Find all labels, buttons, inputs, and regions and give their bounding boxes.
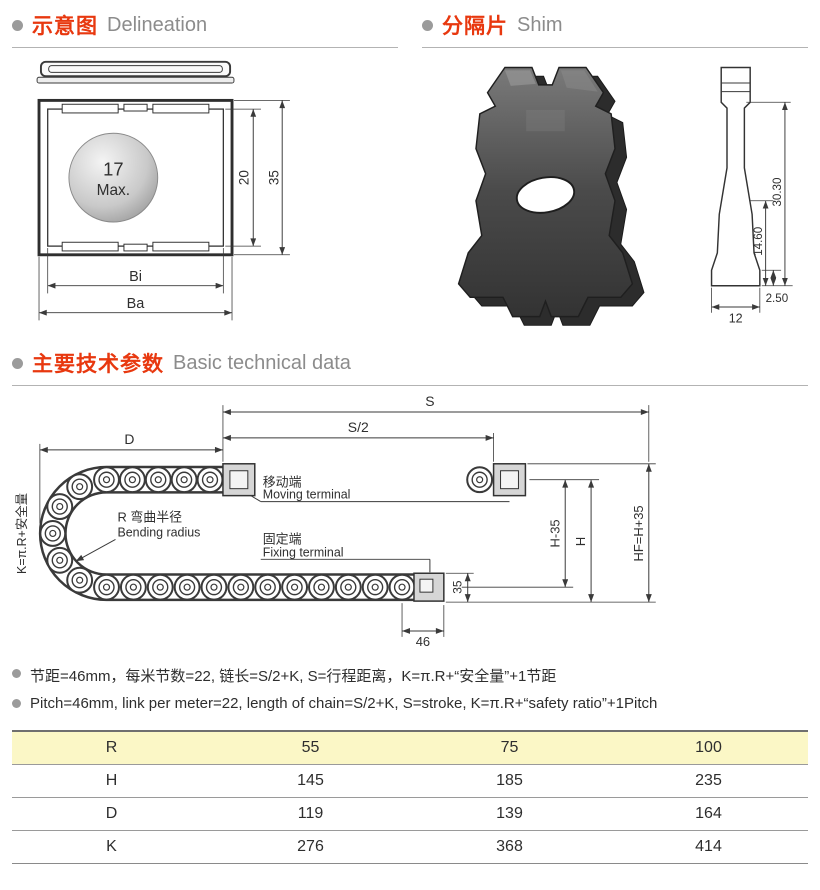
row-label: D (12, 796, 211, 830)
table-row-r: R 55 75 100 (12, 731, 808, 764)
cable-dia-max-label: Max. (97, 182, 130, 199)
delineation-title-zh: 示意图 (32, 15, 98, 38)
cable-circle (68, 132, 159, 223)
note-en-text: Pitch=46mm, link per meter=22, length of… (30, 695, 658, 712)
technical-heading: 主要技术参数 Basic technical data (12, 348, 808, 386)
row-label: H (12, 763, 211, 797)
section-bullet-icon (422, 19, 433, 31)
section-technical-data: 主要技术参数 Basic technical data (12, 348, 808, 651)
table-cell: 75 (500, 738, 519, 756)
shim-foot-width-label: 12 (729, 311, 743, 325)
dim-35-label: 35 (451, 580, 465, 594)
delineation-heading: 示意图 Delineation (12, 10, 398, 48)
shim-title-zh: 分隔片 (442, 15, 508, 38)
moving-terminal-stroke-end (466, 463, 527, 497)
note-bullet-icon (12, 669, 21, 678)
table-cell: 119 (211, 796, 410, 830)
shim-heading: 分隔片 Shim (422, 10, 808, 48)
fixing-terminal-label-zh: 固定端 (263, 531, 302, 546)
section-bullet-icon (12, 357, 23, 369)
dim-inner-width-label: Bi (129, 269, 142, 285)
table-cell: 164 (609, 796, 808, 830)
dim-outer-height-label: 35 (266, 170, 281, 185)
bending-radius-label-zh: R 弯曲半径 (117, 510, 182, 525)
table-cell: 276 (211, 829, 410, 863)
carrier-cross-section: 17 Max. (37, 98, 234, 257)
moving-terminal-label-zh: 移动端 (263, 475, 302, 490)
table-cell: 145 (211, 763, 410, 797)
table-row-h: H 145 185 235 (12, 763, 808, 797)
top-sections: 示意图 Delineation (12, 10, 808, 334)
shim-foot-step-label: 2.50 (766, 293, 789, 305)
table-cell: 414 (609, 829, 808, 863)
table-cell: 368 (410, 829, 609, 863)
delineation-title-en: Delineation (107, 13, 208, 36)
table-cell: 55 (301, 738, 320, 756)
spec-table: R 55 75 100 H 145 185 235 D 119 139 164 … (12, 730, 808, 864)
moving-terminal-label-en: Moving terminal (263, 488, 351, 502)
shim-3d-view (457, 66, 645, 326)
dim-46-label: 46 (416, 634, 430, 649)
table-cell: 100 (695, 738, 722, 756)
table-row-k: K 276 368 414 (12, 829, 808, 863)
note-en: Pitch=46mm, link per meter=22, length of… (12, 695, 808, 712)
dim-outer-width-label: Ba (127, 296, 146, 312)
dim-s-half-label: S/2 (348, 419, 369, 435)
note-zh: 节距=46mm，每米节数=22, 链长=S/2+K, S=行程距离，K=π.R+… (12, 665, 808, 686)
k-formula-label: K=π.R+安全量 (14, 493, 29, 574)
dim-hf-label: HF=H+35 (631, 505, 646, 561)
dim-h-label: H (573, 537, 588, 546)
section-shim: 分隔片 Shim (422, 10, 808, 334)
moving-terminal-block (222, 463, 256, 497)
row-label: K (12, 829, 211, 863)
dim-h-minus-35-label: H-35 (547, 519, 562, 547)
table-cell: 235 (609, 763, 808, 797)
shim-side-profile (710, 66, 761, 287)
dim-d-label: D (124, 431, 134, 447)
fixing-terminal-label-en: Fixing terminal (263, 545, 344, 559)
fixing-terminal-block (413, 572, 445, 602)
dim-inner-height-label: 20 (236, 170, 251, 185)
table-row-d: D 119 139 164 (12, 796, 808, 830)
diagram-leader-lines (75, 495, 510, 573)
delineation-dimensions: 20 35 Bi Ba (38, 100, 290, 321)
section-bullet-icon (12, 19, 23, 31)
formula-notes: 节距=46mm，每米节数=22, 链长=S/2+K, S=行程距离，K=π.R+… (12, 665, 808, 712)
dim-s-label: S (425, 393, 434, 409)
section-delineation: 示意图 Delineation (12, 10, 398, 334)
technical-title-en: Basic technical data (173, 351, 351, 374)
cable-dia-value: 17 (103, 159, 123, 180)
carrier-lid (36, 60, 235, 84)
note-bullet-icon (12, 699, 21, 708)
shim-drawing: 30.30 14.60 2.50 12 (457, 66, 793, 326)
shim-inner-height-label: 14.60 (753, 227, 765, 256)
shim-dimensions: 30.30 14.60 2.50 12 (711, 101, 793, 325)
row-label: R (105, 738, 118, 756)
table-cell: 185 (410, 763, 609, 797)
shim-total-height-label: 30.30 (772, 178, 784, 207)
shim-title-en: Shim (517, 13, 563, 36)
shim-hole (515, 176, 576, 214)
technical-title-zh: 主要技术参数 (32, 353, 164, 376)
chain-layout-diagram: S S/2 D 移动端 Moving terminal 固定端 Fixing t… (14, 393, 656, 649)
bending-radius-label-en: Bending radius (117, 525, 200, 539)
diagram-dimension-lines (39, 409, 652, 634)
note-zh-text: 节距=46mm，每米节数=22, 链长=S/2+K, S=行程距离，K=π.R+… (30, 668, 557, 685)
delineation-drawing: 17 Max. 20 (36, 60, 290, 321)
table-cell: 139 (410, 796, 609, 830)
